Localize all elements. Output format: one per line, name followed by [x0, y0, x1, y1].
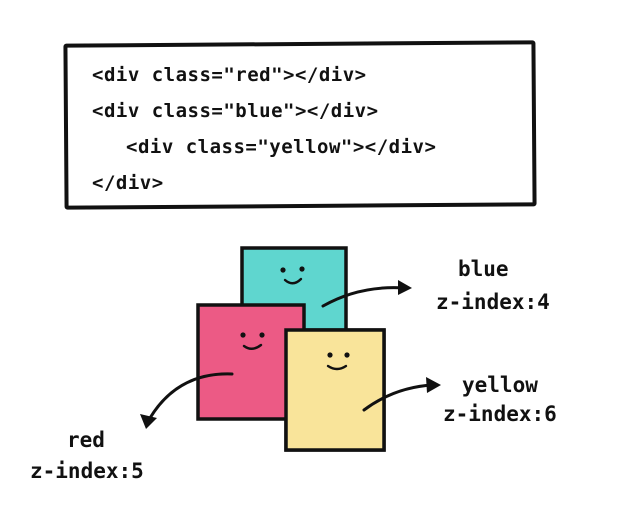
red-label-zindex: z-index:5 [30, 459, 144, 483]
blue-label-zindex: z-index:4 [436, 290, 550, 314]
yellow-arrow [362, 377, 441, 412]
yellow-label-zindex: z-index:6 [443, 402, 557, 426]
code-line-blue: <div class="blue"></div> [92, 100, 379, 122]
blue-box-face [280, 266, 305, 285]
code-line-yellow: <div class="yellow"></div> [126, 136, 437, 158]
yellow-label-name: yellow [462, 373, 538, 397]
blue-arrow [321, 280, 412, 308]
red-arrow [140, 372, 234, 429]
code-line-close: </div> [92, 172, 164, 194]
yellow-box-front [284, 328, 386, 452]
red-box-face [240, 332, 265, 350]
blue-label-name: blue [458, 257, 509, 281]
code-line-red: <div class="red"></div> [92, 64, 367, 86]
red-label-name: red [67, 428, 105, 452]
